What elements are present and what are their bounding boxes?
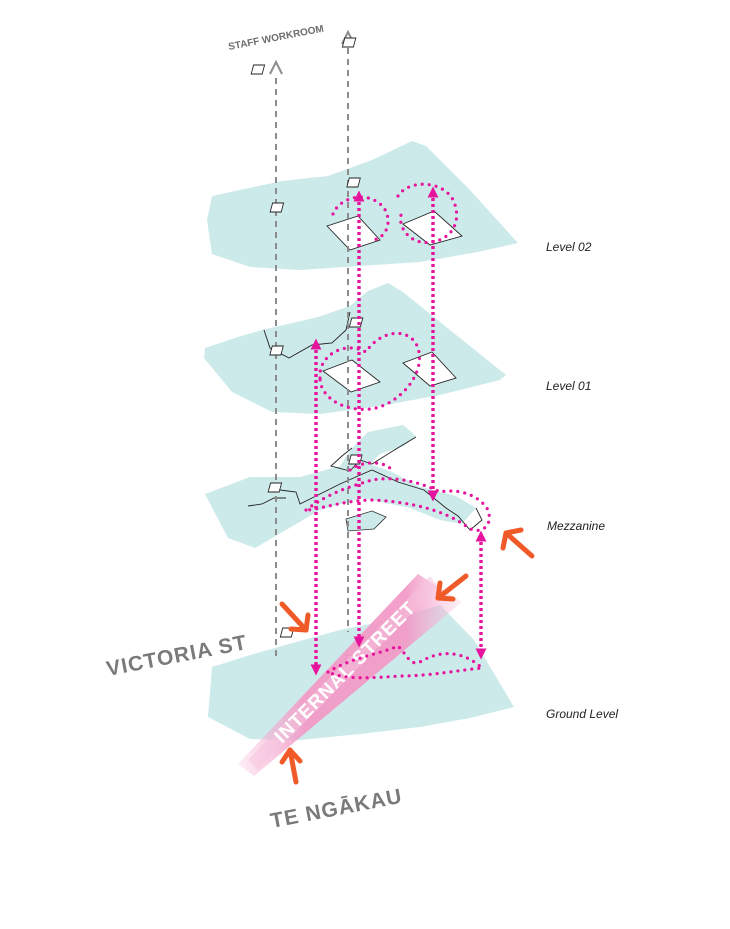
mezzanine-island	[345, 510, 387, 532]
stair-icon	[341, 37, 357, 48]
entry-arrows	[279, 527, 535, 785]
void-opening-icon	[322, 359, 381, 393]
void-opening-icon	[326, 215, 381, 251]
level-02-label: Level 02	[546, 240, 592, 254]
floor-plate-level-01	[204, 283, 506, 414]
floor-plate-level-02	[207, 141, 518, 270]
entry-arrow-icon	[435, 573, 469, 602]
vertical-circulation	[310, 186, 487, 676]
staff-workroom-label: STAFF WORKROOM	[227, 24, 324, 53]
entry-arrow-icon	[279, 601, 311, 633]
stair-icon	[250, 64, 266, 75]
stair-icon	[267, 482, 283, 493]
ground-level-label: Ground Level	[546, 707, 618, 721]
stair-icon	[348, 317, 364, 328]
stair-icon	[346, 177, 361, 188]
entry-arrow-icon	[279, 747, 303, 785]
entry-arrow-icon	[500, 527, 535, 559]
floor-plate-mezzanine	[205, 425, 476, 548]
te-ngakau-label: TE NGĀKAU	[269, 785, 405, 833]
circulation-loops	[301, 182, 491, 680]
stair-icon	[269, 345, 284, 356]
mezzanine-label: Mezzanine	[547, 519, 605, 533]
stair-icon	[269, 202, 285, 213]
level-01-label: Level 01	[546, 379, 591, 393]
